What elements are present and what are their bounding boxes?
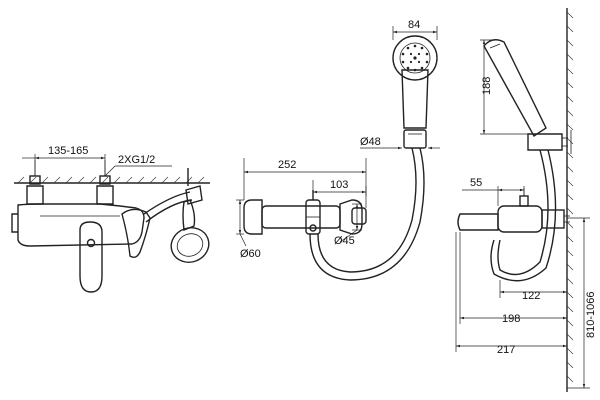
dim-2xg12: 2XG1/2 bbox=[118, 154, 155, 166]
dim-135-165: 135-165 bbox=[48, 145, 88, 157]
dim-103: 103 bbox=[330, 179, 348, 191]
side-view: 188 55 122 198 217 810-1066 bbox=[455, 8, 597, 392]
front-view: 135-165 2XG1/2 bbox=[11, 145, 210, 293]
dim-217: 217 bbox=[497, 344, 515, 356]
dim-55: 55 bbox=[470, 177, 482, 189]
dim-252: 252 bbox=[278, 159, 296, 171]
dim-810-1066: 810-1066 bbox=[585, 292, 597, 339]
shower-nozzles bbox=[401, 44, 429, 72]
dim-phi45: Ø45 bbox=[334, 235, 355, 247]
dim-phi60: Ø60 bbox=[240, 248, 261, 260]
dim-198: 198 bbox=[502, 313, 520, 325]
dim-188: 188 bbox=[481, 77, 493, 95]
wall-hatch-side bbox=[566, 11, 574, 383]
wall-hatch-top bbox=[17, 176, 205, 184]
top-view: 84 Ø48 252 103 Ø45 Ø60 bbox=[236, 19, 440, 281]
dim-84: 84 bbox=[408, 19, 420, 31]
dim-122: 122 bbox=[522, 290, 540, 302]
dim-phi48: Ø48 bbox=[360, 136, 381, 148]
